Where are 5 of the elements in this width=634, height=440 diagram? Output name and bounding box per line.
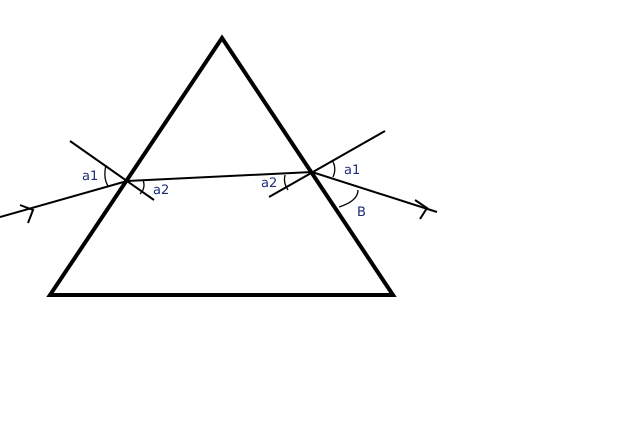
angle-label: B — [357, 206, 366, 219]
angle-label: a1 — [82, 170, 98, 183]
angle-label: a2 — [153, 184, 170, 197]
angle-label: a2 — [261, 177, 278, 190]
angle-label: a1 — [344, 164, 360, 177]
